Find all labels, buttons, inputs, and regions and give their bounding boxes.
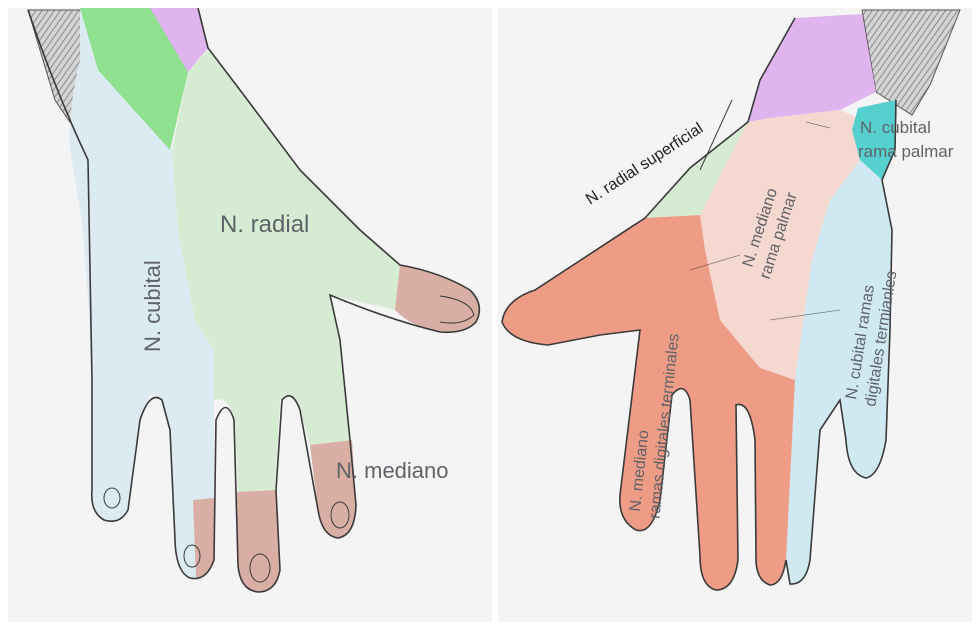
- label-n-radial: N. radial: [220, 211, 309, 238]
- dorsal-middle-tip: [236, 490, 280, 592]
- label-n-cubital: N. cubital: [140, 260, 165, 352]
- label-n-mediano: N. mediano: [336, 458, 449, 483]
- label-n-cubital-rama-palmar-line2: rama palmar: [858, 142, 954, 161]
- label-n-cubital-rama-palmar-line1: N. cubital: [860, 118, 931, 137]
